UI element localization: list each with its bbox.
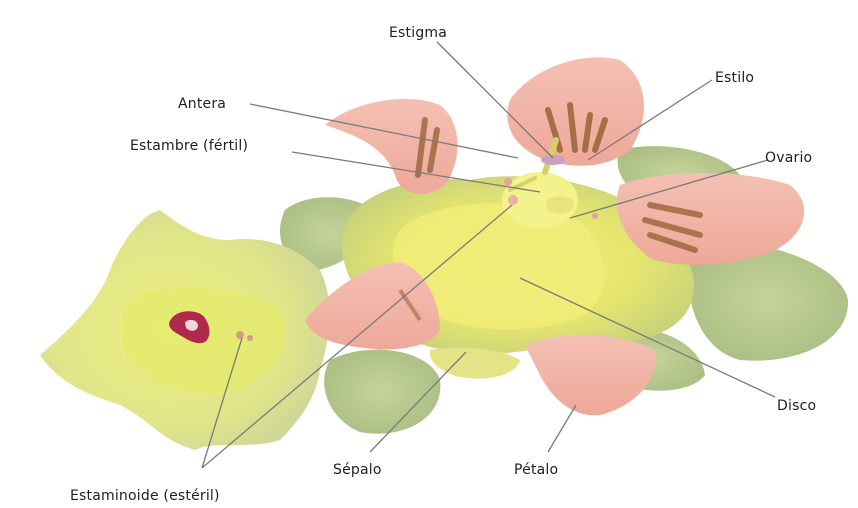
label-estilo: Estilo bbox=[715, 70, 754, 86]
leader-petalo bbox=[548, 405, 576, 452]
label-estigma: Estigma bbox=[389, 25, 447, 41]
label-disco: Disco bbox=[777, 398, 816, 414]
label-antera: Antera bbox=[178, 96, 226, 112]
label-petalo: Pétalo bbox=[514, 462, 558, 478]
label-sepalo: Sépalo bbox=[333, 462, 382, 478]
label-estaminoide: Estaminoide (estéril) bbox=[70, 488, 220, 504]
label-ovario: Ovario bbox=[765, 150, 812, 166]
label-estambre: Estambre (fértil) bbox=[130, 138, 248, 154]
